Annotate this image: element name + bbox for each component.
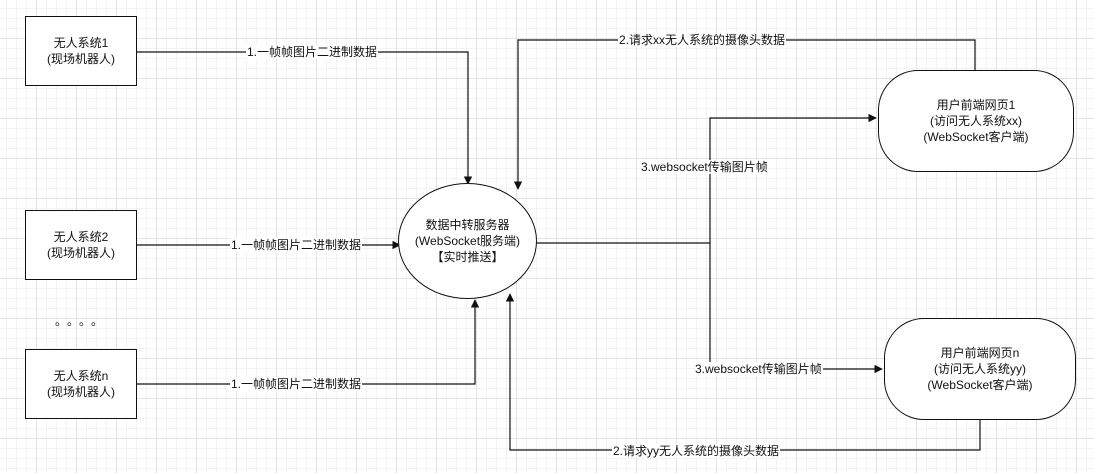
edge-label-clientn-request: 2.请求yy无人系统的摄像头数据 [612,444,781,458]
client-node-1: 用户前端网页1 (访问无人系统xx) (WebSocket客户端) [878,70,1074,172]
robot-node-2: 无人系统2 (现场机器人) [25,210,137,280]
robot-node-2-desc: (现场机器人) [47,246,115,260]
server-node-role: (WebSocket服务端) [414,234,521,248]
client-node-n: 用户前端网页n (访问无人系统yy) (WebSocket客户端) [884,318,1076,420]
client-node-1-role: (WebSocket客户端) [923,130,1029,144]
edge-label-push-clientn: 3.websocket传输图片帧 [694,362,823,376]
robot-node-n-desc: (现场机器人) [47,385,115,399]
server-node-title: 数据中转服务器 [425,218,510,232]
ellipsis-dots: 。。。。 [55,314,110,328]
robot-node-2-name: 无人系统2 [53,230,109,244]
edge-push-to-client1 [709,113,877,243]
client-node-n-target: (访问无人系统yy) [934,362,1026,376]
client-node-n-role: (WebSocket客户端) [927,378,1033,392]
edge-robot1-to-server [137,51,473,185]
client-node-1-title: 用户前端网页1 [936,98,1016,112]
robot-node-n-name: 无人系统n [53,369,109,383]
server-node: 数据中转服务器 (WebSocket服务端) 【实时推送】 [398,183,537,299]
edge-label-push-client1: 3.websocket传输图片帧 [640,160,769,174]
robot-node-1-desc: (现场机器人) [47,52,115,66]
edge-label-robotn: 1.一帧帧图片二进制数据 [230,377,363,391]
edge-push-to-clientn [709,243,883,374]
robot-node-1-name: 无人系统1 [53,36,109,50]
edge-label-robot2: 1.一帧帧图片二进制数据 [230,238,363,252]
client-node-1-target: (访问无人系统xx) [930,114,1022,128]
client-node-n-title: 用户前端网页n [940,346,1020,360]
robot-node-1: 无人系统1 (现场机器人) [25,16,137,86]
robot-node-n: 无人系统n (现场机器人) [25,349,137,419]
server-node-mode: 【实时推送】 [431,250,504,264]
edge-robotn-to-server [137,299,480,385]
edge-label-client1-request: 2.请求xx无人系统的摄像头数据 [618,33,787,47]
edge-label-robot1: 1.一帧帧图片二进制数据 [246,45,379,59]
